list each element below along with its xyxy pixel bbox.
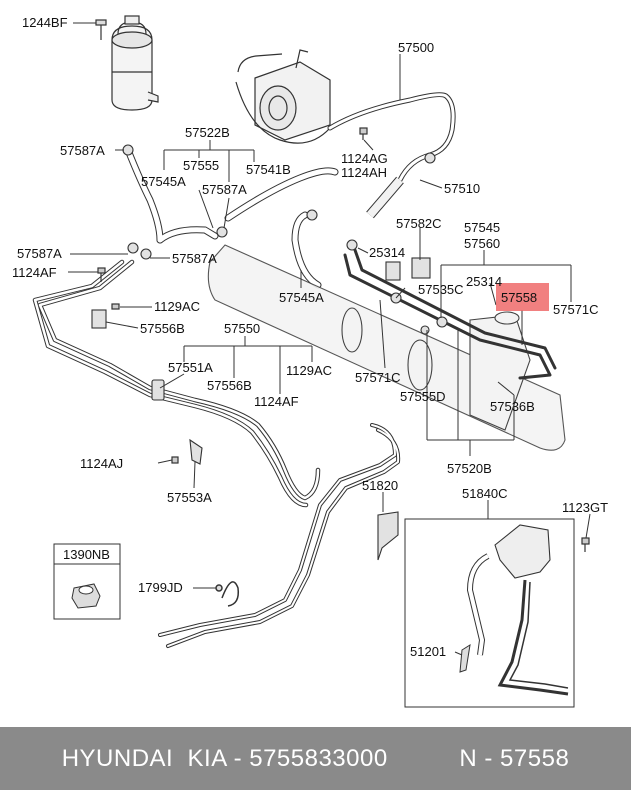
label-1124ag: 1124AG: [341, 151, 388, 166]
label-57535c: 57535C: [418, 282, 464, 297]
label-1244bf: 1244BF: [22, 15, 68, 30]
label-1799jd: 1799JD: [138, 580, 183, 595]
label-57587a-4: 57587A: [172, 251, 217, 266]
label-57536b: 57536B: [490, 399, 535, 414]
label-1124af-2: 1124AF: [254, 394, 299, 409]
pump-assembly: [235, 49, 331, 144]
label-1123gt: 1123GT: [562, 500, 608, 515]
label-57556b-1: 57556B: [140, 321, 185, 336]
label-1129ac-2: 1129AC: [286, 363, 332, 378]
label-57510: 57510: [444, 181, 480, 196]
steering-gear: [207, 244, 566, 451]
label-1390nb: 1390NB: [63, 547, 110, 562]
leader-lines: [68, 22, 591, 656]
label-57522b: 57522B: [185, 125, 230, 140]
part-box-1390nb: [53, 543, 121, 620]
callout-labels: 1244BF 57500 57522B 57587A 57555 57545A …: [12, 15, 608, 659]
label-57545: 57545: [464, 220, 500, 235]
label-57500: 57500: [398, 40, 434, 55]
label-57587a-3: 57587A: [17, 246, 62, 261]
label-1124af-1: 1124AF: [12, 265, 57, 280]
bolts: [97, 127, 590, 552]
label-1129ac-1: 1129AC: [154, 299, 200, 314]
label-57587a-2: 57587A: [202, 182, 247, 197]
label-1124ah: 1124AH: [341, 165, 387, 180]
reservoir: [111, 15, 159, 111]
label-57571c-1: 57571C: [553, 302, 599, 317]
highlight-57558: [496, 283, 549, 311]
label-57553a: 57553A: [167, 490, 212, 505]
label-57551a: 57551A: [168, 360, 213, 375]
label-57582c: 57582C: [396, 216, 442, 231]
label-57520b: 57520B: [447, 461, 492, 476]
label-57555-1: 57555: [183, 158, 219, 173]
footer-caption: HYUNDAI KIA - 5755833000 N - 57558: [0, 727, 631, 790]
label-51820: 51820: [362, 478, 398, 493]
label-57587a-1: 57587A: [60, 143, 105, 158]
rack-pipes: [343, 248, 557, 380]
label-25314-2: 25314: [466, 274, 502, 289]
part-box-51840c: [404, 518, 575, 708]
footer-bar: HYUNDAI KIA - 5755833000 N - 57558: [0, 727, 631, 790]
label-51840c: 51840C: [462, 486, 508, 501]
power-steering-hose-diagram: 1244BF 57500 57522B 57587A 57555 57545A …: [12, 15, 609, 708]
label-57545a-1: 57545A: [141, 174, 186, 189]
label-57555d: 57555D: [400, 389, 446, 404]
label-51201: 51201: [410, 644, 446, 659]
label-57545a-2: 57545A: [279, 290, 324, 305]
label-25314-1: 25314: [369, 245, 405, 260]
clamps: [91, 144, 448, 561]
footer-position-number: N - 57558: [459, 744, 570, 772]
label-57571c-2: 57571C: [355, 370, 401, 385]
label-57556b-2: 57556B: [207, 378, 252, 393]
footer-brand-part-number: HYUNDAI KIA - 5755833000: [61, 744, 388, 772]
label-1124aj: 1124AJ: [80, 456, 123, 471]
label-57558: 57558: [501, 290, 537, 305]
label-57541b: 57541B: [246, 162, 291, 177]
label-57560: 57560: [464, 236, 500, 251]
label-57550: 57550: [224, 321, 260, 336]
hose-57510: [366, 176, 404, 219]
